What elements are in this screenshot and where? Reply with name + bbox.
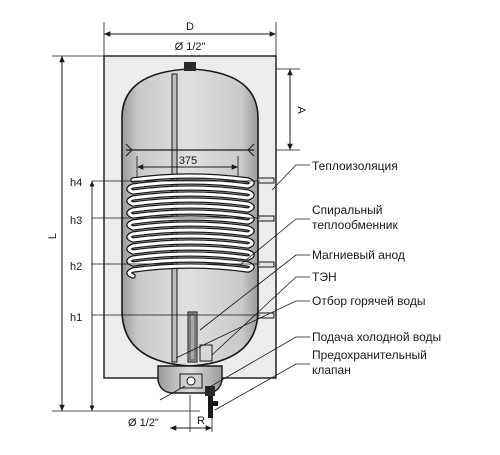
bottom-fitting-label: Ø 1/2" <box>128 417 159 429</box>
level-h3: h3 <box>70 215 82 227</box>
callout-insulation: Теплоизоляция <box>312 159 398 173</box>
callout-cold-water: Подача холодной воды <box>312 330 441 344</box>
top-fitting-label: Ø 1/2" <box>175 41 206 53</box>
spiral-coil <box>126 173 255 279</box>
callout-coil-line2: теплообменник <box>312 218 399 232</box>
level-h1: h1 <box>70 312 82 324</box>
safety-valve <box>205 386 218 418</box>
callout-valve-line1: Предохранительный <box>312 348 427 362</box>
magnesium-anode <box>187 311 198 363</box>
callout-leaders <box>175 164 310 411</box>
level-dimensions <box>89 180 260 411</box>
heating-element <box>199 344 213 362</box>
level-h2: h2 <box>70 261 82 273</box>
callout-heater: ТЭН <box>312 270 337 284</box>
callout-anode: Магниевый анод <box>312 248 405 262</box>
callout-coil-line1: Спиральный <box>312 203 382 217</box>
bottom-offset-label: R <box>197 415 205 427</box>
height-label: L <box>47 233 59 239</box>
coil-width-label: 375 <box>179 155 197 167</box>
callout-valve-line2: клапан <box>312 363 351 377</box>
top-fitting <box>184 62 196 71</box>
width-label: D <box>186 21 194 33</box>
top-offset-label: A <box>295 106 307 114</box>
level-h4: h4 <box>70 177 82 189</box>
callout-hot-water: Отбор горячей воды <box>312 294 425 308</box>
